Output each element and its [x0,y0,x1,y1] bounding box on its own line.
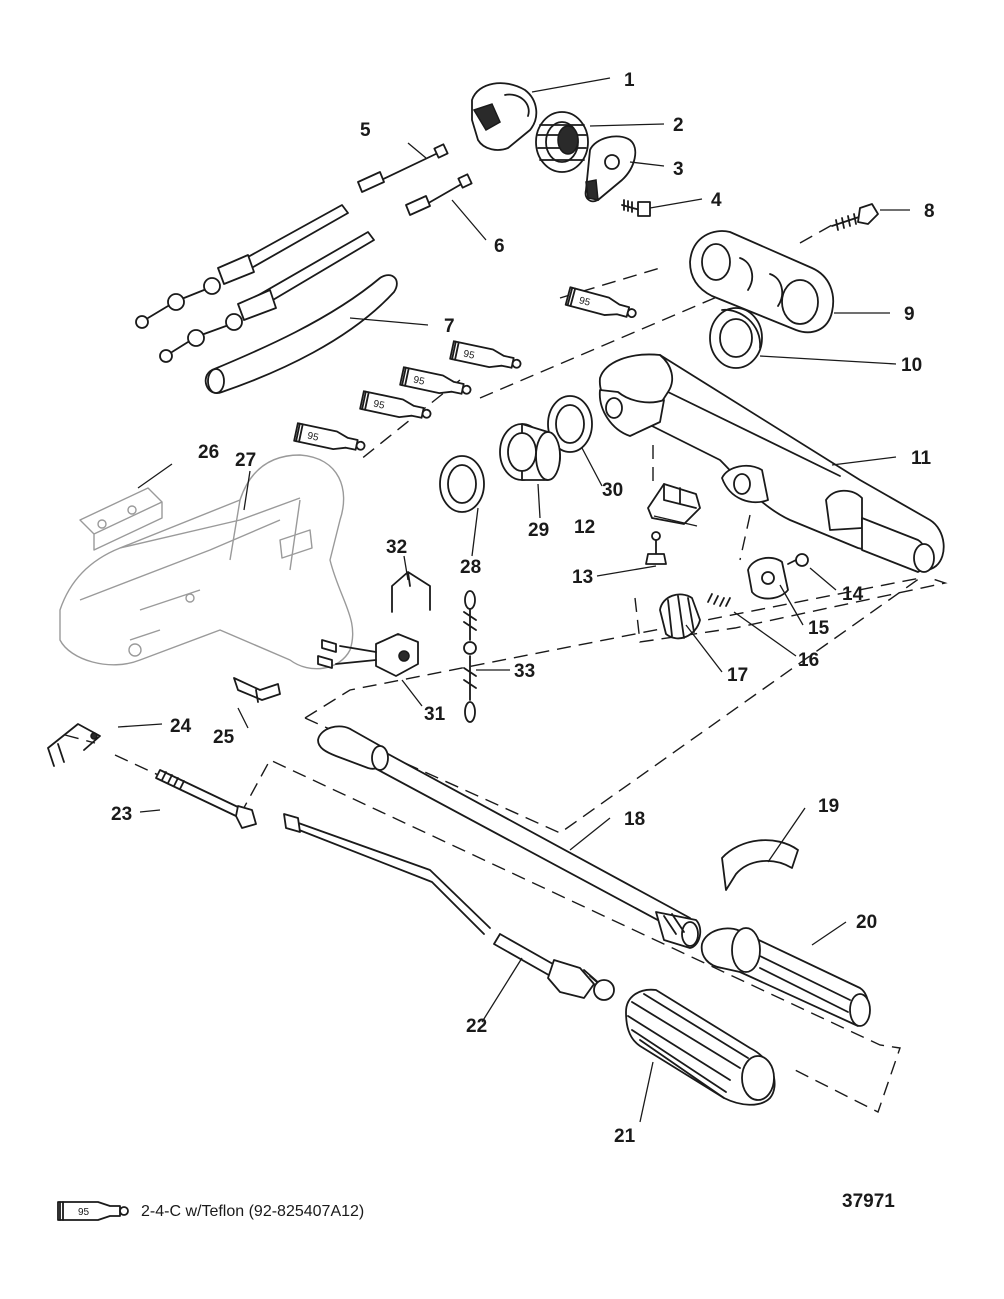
callout-4: 4 [711,190,722,211]
svg-text:95: 95 [372,399,386,412]
part-16-spring [707,593,731,607]
part-22-throttle-wire [283,813,615,1001]
callout-11: 11 [911,448,932,469]
part-19-shim [721,839,799,891]
svg-text:95: 95 [462,349,476,362]
part-28-seal [439,455,485,513]
callout-18: 18 [624,809,645,830]
callout-10: 10 [901,355,922,376]
part-9-cover-plate [689,230,834,334]
callout-27: 27 [235,450,256,471]
figure-number: 37971 [842,1191,895,1212]
part-18-shaft [317,725,702,949]
part-13-screw [645,531,667,565]
part-3-plate [584,135,637,203]
legend-sealant-tube-icon: 95 [57,1201,129,1221]
callout-12: 12 [574,517,595,538]
part-29-bushing [499,423,561,481]
callout-2: 2 [673,115,684,136]
callout-21: 21 [614,1126,636,1147]
callout-25: 25 [213,727,235,748]
part-17-knob [659,593,701,640]
callout-22: 22 [466,1016,487,1037]
part-10-bushing [709,307,763,369]
callout-20: 20 [856,912,877,933]
callout-23: 23 [111,804,132,825]
sealant-tube-5: 95 [293,422,368,457]
part-1-cover [471,82,538,151]
legend-text: 2-4-C w/Teflon (92-825407A12) [141,1203,365,1220]
callout-24: 24 [170,716,192,737]
sealant-tube-1: 95 [564,286,639,324]
callout-14: 14 [842,584,864,605]
svg-text:95: 95 [578,295,592,309]
part-2-pulley [535,111,589,173]
callout-5: 5 [360,120,371,141]
callout-7: 7 [444,316,455,337]
part-32-clip [391,571,431,613]
callout-32: 32 [386,537,407,558]
part-33-lanyard [463,590,477,723]
callout-labels: 1 2 3 4 5 6 7 8 9 10 11 12 13 14 15 16 1… [111,70,935,1147]
callout-31: 31 [424,704,446,725]
callout-33: 33 [514,661,535,682]
part-24-clip [47,723,101,767]
svg-text:95: 95 [412,375,426,388]
callout-8: 8 [924,201,935,222]
callout-3: 3 [673,159,684,180]
callout-9: 9 [904,304,915,325]
part-4-screw [621,199,651,217]
callout-15: 15 [808,618,830,639]
part-6-cable [159,173,473,363]
callout-13: 13 [572,567,593,588]
callout-26: 26 [198,442,219,463]
part-23-bolt [155,769,257,829]
assembly-line-bracket-11 [359,267,746,461]
callout-16: 16 [798,650,819,671]
assembly-line-grip [239,759,901,1113]
sealant-tube-4: 95 [359,390,434,425]
part-30-seal [547,395,593,453]
part-5-cable [135,143,449,329]
part-31-switch [317,633,419,677]
part-15-clamp [747,556,789,600]
callout-19: 19 [818,796,839,817]
callout-17: 17 [727,665,748,686]
part-7-sleeve [204,274,398,394]
sealant-tube-2: 95 [449,340,524,375]
callout-29: 29 [528,520,549,541]
assembly-line-tiller-17 [634,577,948,643]
callout-28: 28 [460,557,481,578]
part-14-screw [787,553,809,567]
sealant-tube-3: 95 [399,366,474,401]
part-26-pad [79,487,163,551]
part-21-grip [625,988,776,1106]
part-11-tiller-bracket [599,353,945,573]
callout-1: 1 [624,70,635,91]
assembly-line-bolt-8 [799,224,833,244]
assembly-line-tiller-18 [304,577,921,834]
callout-6: 6 [494,236,505,257]
part-8-bolt [831,203,879,231]
svg-text:95: 95 [78,1207,90,1218]
part-20-grip-core [700,927,871,1027]
svg-text:95: 95 [306,431,320,444]
part-25-clip [233,677,281,703]
assembly-line-13 [739,514,751,561]
part-27-swivel-bracket [59,454,354,670]
part-12-block [647,483,701,525]
callout-30: 30 [602,480,623,501]
leader-lines [117,77,910,1123]
